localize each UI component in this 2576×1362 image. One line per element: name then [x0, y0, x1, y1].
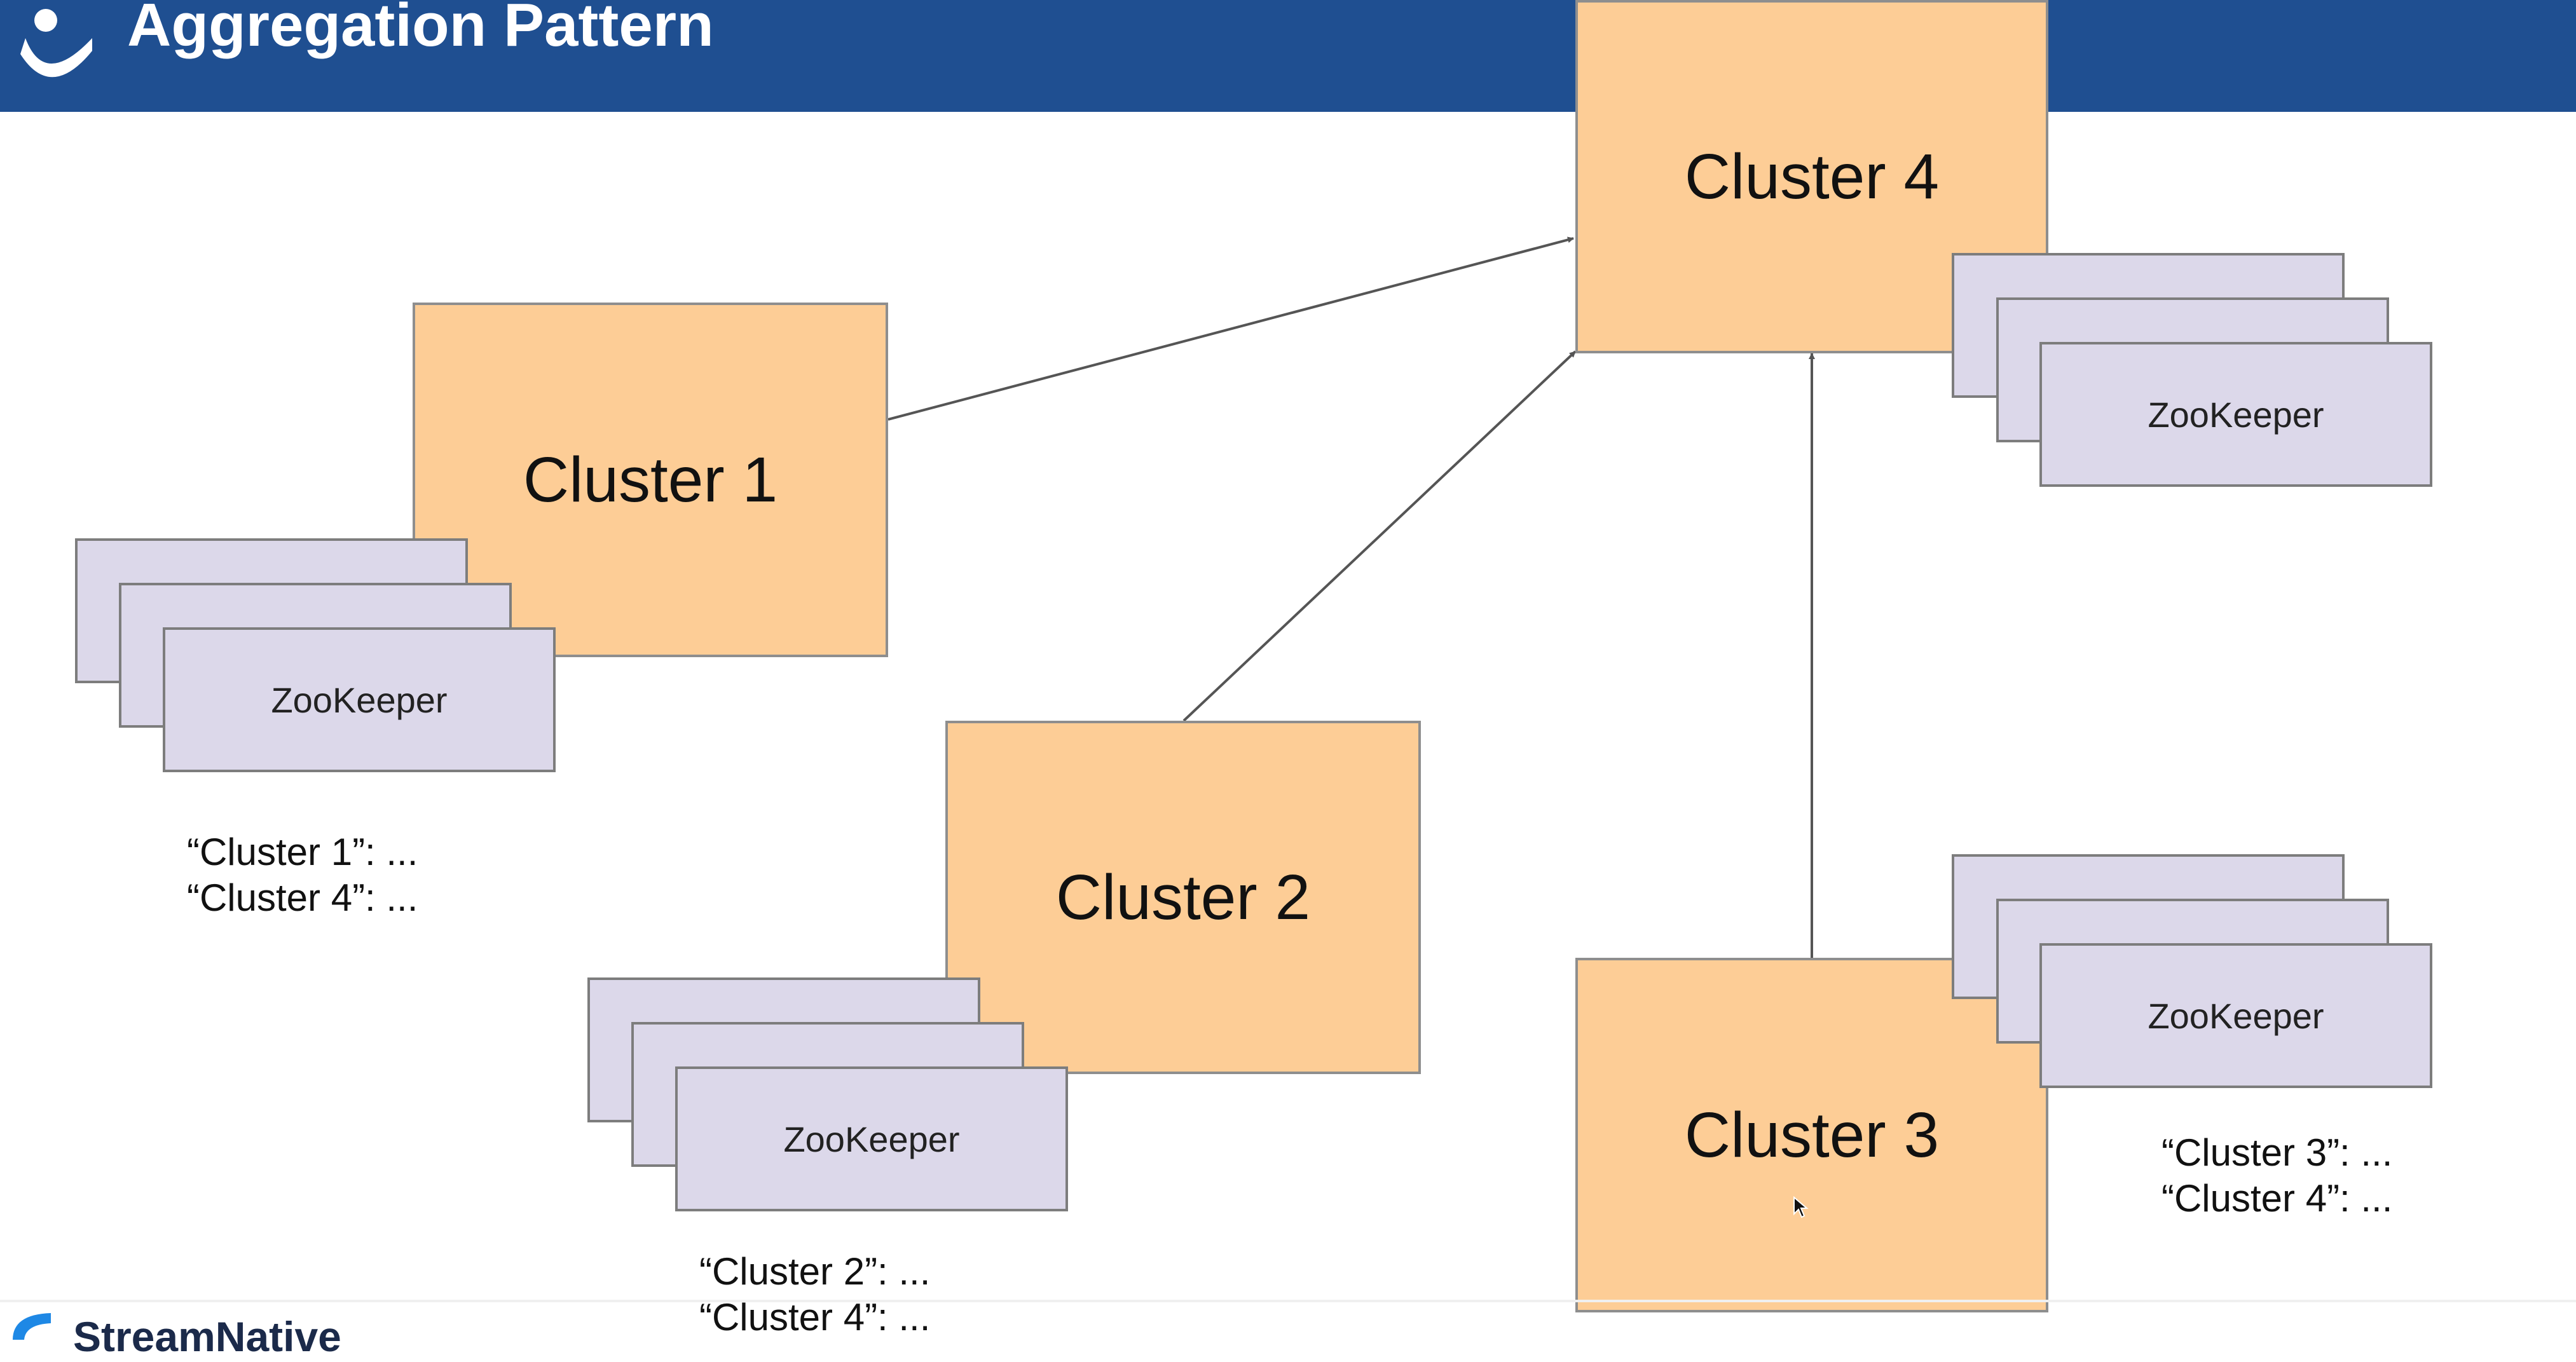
zookeeper-box: ZooKeeper — [675, 1066, 1068, 1211]
metadata-line: “Cluster 4”: ... — [699, 1296, 931, 1338]
edge-cluster2-to-cluster4 — [1182, 350, 1577, 722]
page-title: Aggregation Pattern — [127, 0, 714, 59]
zookeeper-label: ZooKeeper — [2148, 394, 2324, 435]
metadata-line: “Cluster 2”: ... — [699, 1250, 931, 1293]
cluster-4-label: Cluster 4 — [1684, 140, 1940, 212]
footer-divider — [0, 1300, 2576, 1302]
zookeeper-box: ZooKeeper — [2039, 943, 2432, 1088]
metadata-line: “Cluster 1”: ... — [187, 831, 418, 873]
zookeeper-label: ZooKeeper — [2148, 995, 2324, 1036]
zookeeper-label: ZooKeeper — [783, 1119, 960, 1159]
metadata-line: “Cluster 4”: ... — [2162, 1177, 2393, 1220]
streamnative-footer-logo-icon — [13, 1313, 51, 1340]
cluster-3-metadata-list: “Cluster 3”: ... “Cluster 4”: ... — [2162, 1130, 2392, 1222]
cluster-2-node: Cluster 2 — [945, 721, 1421, 1074]
zookeeper-box: ZooKeeper — [2039, 342, 2432, 487]
mouse-cursor-icon — [1793, 1196, 1809, 1218]
footer-brand-name: StreamNative — [73, 1313, 341, 1360]
cluster-2-label: Cluster 2 — [1055, 861, 1311, 933]
cluster-1-metadata-list: “Cluster 1”: ... “Cluster 4”: ... — [187, 829, 418, 921]
cluster-2-metadata-list: “Cluster 2”: ... “Cluster 4”: ... — [699, 1249, 930, 1340]
cluster-3-node: Cluster 3 — [1575, 958, 2048, 1312]
zookeeper-label: ZooKeeper — [271, 679, 448, 720]
slide-header: Aggregation Pattern — [0, 0, 2576, 112]
cluster-1-label: Cluster 1 — [523, 444, 778, 515]
metadata-line: “Cluster 4”: ... — [187, 876, 418, 919]
cluster-3-label: Cluster 3 — [1684, 1099, 1940, 1171]
streamnative-logo-icon — [20, 9, 92, 78]
metadata-line: “Cluster 3”: ... — [2162, 1131, 2393, 1174]
zookeeper-box: ZooKeeper — [163, 627, 556, 772]
cluster-4-node: Cluster 4 — [1575, 0, 2048, 353]
edge-cluster1-to-cluster4 — [887, 236, 1574, 421]
